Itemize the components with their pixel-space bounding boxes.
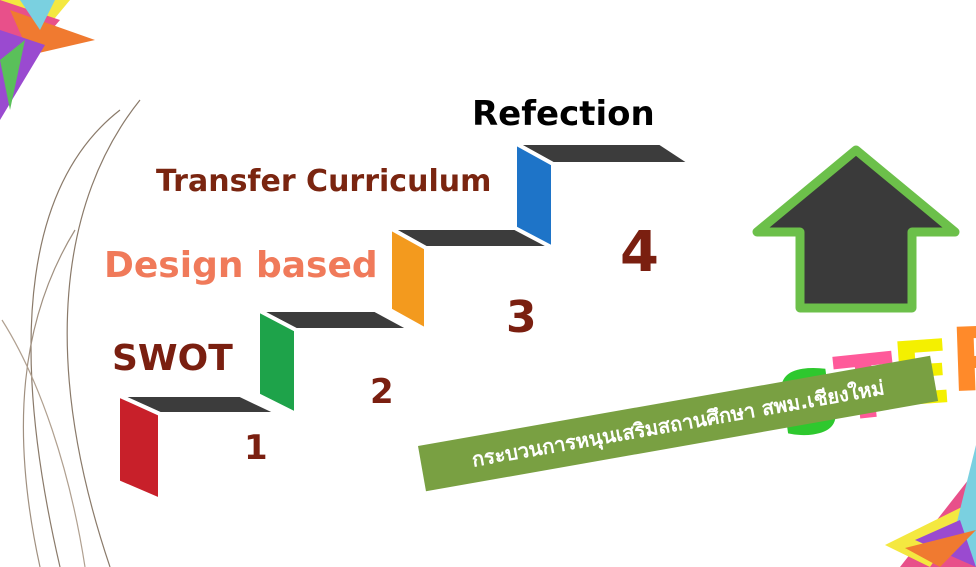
step-number-1: 1 (244, 428, 268, 468)
stage-label-transfer-curriculum: Transfer Curriculum (156, 164, 492, 199)
decor-shards-top-left (0, 0, 95, 120)
step-number-4: 4 (620, 220, 659, 285)
stair-step-4 (513, 139, 699, 252)
step-number-2: 2 (370, 372, 394, 412)
stair-step-2 (256, 306, 413, 418)
stage-label-refection: Refection (472, 94, 655, 134)
stair-riser-1 (116, 391, 162, 504)
stage-label-swot: SWOT (112, 338, 233, 379)
stair-riser-2 (256, 306, 298, 418)
stair-step-1 (116, 391, 281, 504)
decor-shards-bottom-right (885, 445, 976, 567)
stair-riser-4 (513, 139, 555, 252)
step-number-3: 3 (506, 292, 537, 343)
stage-label-design-based: Design based (104, 245, 378, 286)
decor-curves (1, 99, 141, 567)
step-letter-p: P (947, 306, 976, 413)
stair-riser-3 (388, 224, 428, 334)
